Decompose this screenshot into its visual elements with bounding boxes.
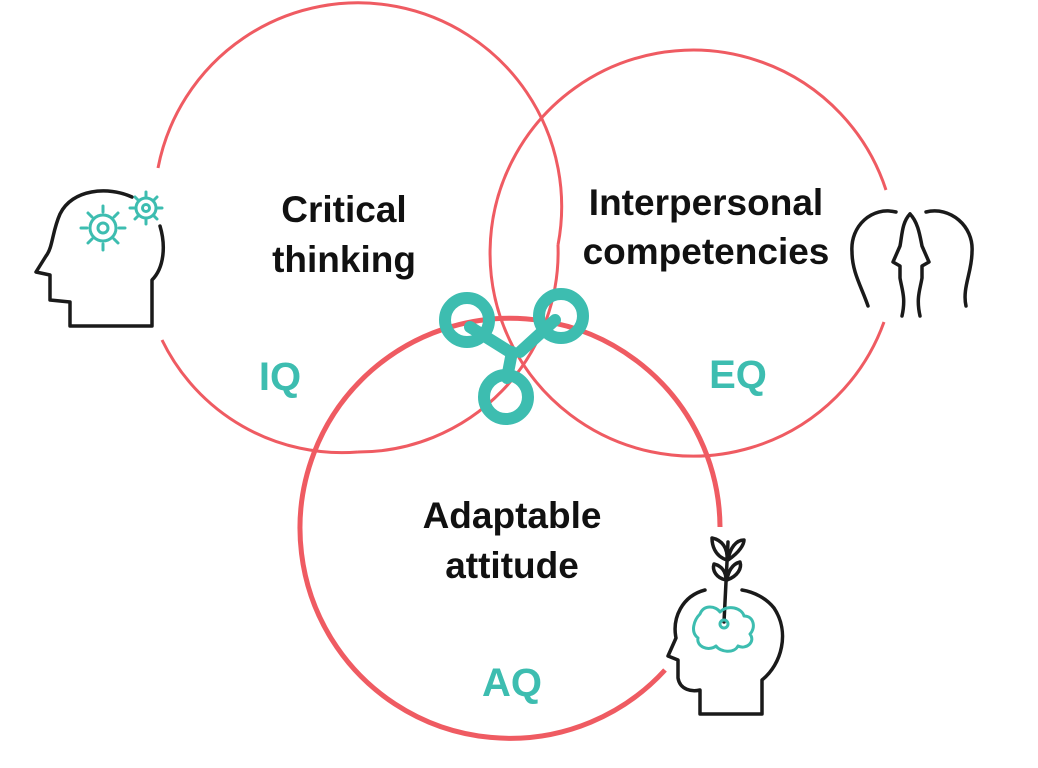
aq-code-label: AQ [482,661,542,705]
iq-title-line-1: Critical [281,189,406,230]
three-node-molecule-icon [439,288,589,425]
eq-title-line-1: Interpersonal [589,182,823,223]
iq-title-line-2: thinking [272,239,416,280]
eq-group: Interpersonal competencies EQ [583,182,830,397]
head-gears-icon [34,189,166,328]
iq-code-label: IQ [259,355,301,399]
aq-title-line-1: Adaptable [423,495,602,536]
eq-circle [488,48,888,458]
eq-code-label: EQ [709,353,767,397]
two-faces-icon [850,209,974,318]
iq-group: Critical thinking IQ [259,189,416,399]
aq-title-line-2: attitude [445,545,579,586]
eq-title-line-2: competencies [583,231,830,272]
head-sprout-icon [666,536,785,716]
aq-circle [297,315,723,741]
aq-group: Adaptable attitude AQ [423,495,602,705]
